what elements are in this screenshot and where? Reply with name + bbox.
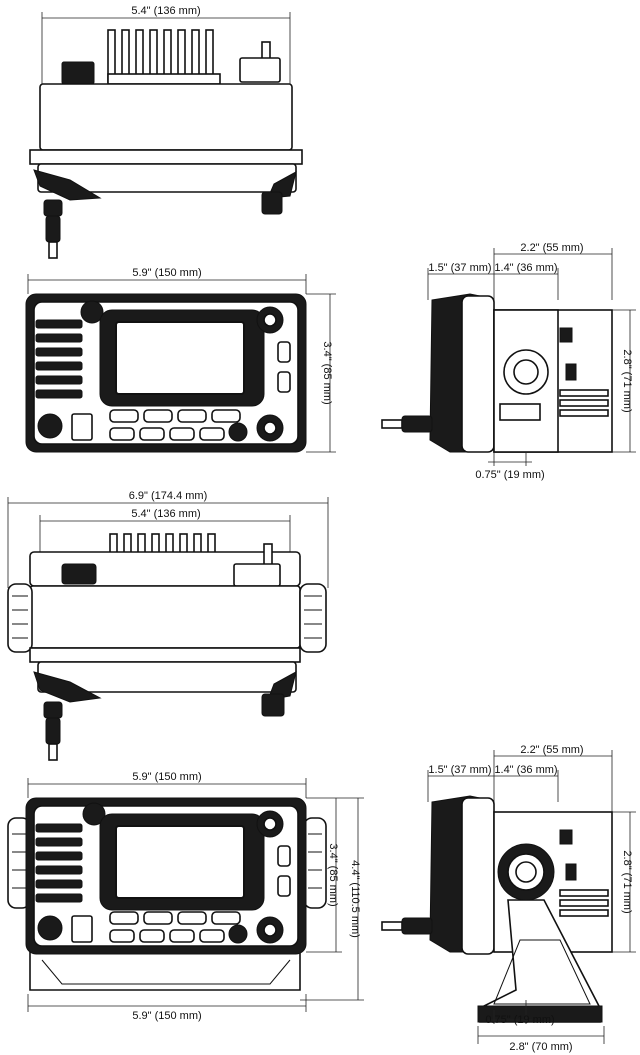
front-view-bracket: 5.9" (150 mm) 3.4" (85 mm) 4.4" (110.5 m… — [7, 771, 364, 1022]
mic-cable-2 — [43, 701, 63, 761]
dim-label-top-width: 5.4" (136 mm) — [131, 5, 200, 17]
bracket-foot — [477, 1005, 603, 1023]
dim-label-front-total-height: 4.4" (110.5 mm) — [349, 860, 361, 938]
channel-knob-center — [263, 421, 277, 435]
antenna-connector — [239, 41, 281, 83]
mic-jack-icon-2 — [37, 915, 63, 941]
dim-label-side-depth-2: 2.2" (55 mm) — [520, 744, 583, 756]
mic-grip-left — [33, 169, 102, 201]
side-button-2-2 — [277, 875, 291, 897]
dim-label-bracket-width: 5.9" (150 mm) — [132, 1010, 201, 1022]
keypad-buttons — [109, 409, 241, 441]
side-cable-tip-2 — [381, 921, 403, 931]
sql-knob-icon — [228, 422, 248, 442]
dim-label-side-front: 1.5" (37 mm) — [428, 262, 491, 274]
dim-label-side-depth: 2.2" (55 mm) — [520, 242, 583, 254]
dim-label-front-height-2: 3.4" (85 mm) — [327, 843, 339, 906]
side-cable-boot-2 — [401, 917, 433, 935]
top-view-radio: 5.4" (136 mm) — [29, 5, 303, 259]
front-bezel-top-2 — [29, 647, 301, 663]
radio-housing — [39, 83, 293, 151]
volume-knob-center-2 — [263, 817, 277, 831]
side-cable-boot — [401, 415, 433, 433]
rear-fins-side-2 — [559, 889, 609, 917]
dim-label-front-width: 5.9" (150 mm) — [132, 267, 201, 279]
dim-label-side-offset-2: 0.75" (19 mm) — [485, 1014, 554, 1026]
top-left-knob-icon — [80, 300, 104, 324]
side-port-top — [559, 327, 573, 343]
side-view-bracket: 2.2" (55 mm) 1.5" (37 mm) 1.4" (36 mm) 2… — [381, 744, 636, 1053]
bracket-base-inner — [41, 959, 291, 985]
top-left-knob-icon-2 — [82, 802, 106, 826]
speaker-grille-2 — [35, 823, 83, 903]
side-button-1 — [277, 341, 291, 363]
rear-fins-side — [559, 389, 609, 417]
dim-label-top-width-2: 5.4" (136 mm) — [131, 508, 200, 520]
dim-label-side-rear: 1.4" (36 mm) — [494, 262, 557, 274]
dim-label-side-rear-2: 1.4" (36 mm) — [494, 764, 557, 776]
dist-button-2 — [71, 915, 93, 943]
side-front-bezel-2 — [461, 797, 495, 955]
dim-label-top-total: 6.9" (174.4 mm) — [129, 490, 208, 502]
dim-label-side-offset: 0.75" (19 mm) — [475, 469, 544, 481]
dim-label-side-front-2: 1.5" (37 mm) — [428, 764, 491, 776]
keypad-buttons-2 — [109, 911, 241, 943]
bracket-knob-right-icon-2 — [303, 817, 327, 909]
mount-knob-center — [513, 359, 539, 385]
bracket-arm-inner — [493, 939, 591, 1005]
knob-right-icon — [261, 191, 283, 215]
front-view-radio: 5.9" (150 mm) 3.4" (85 mm) — [25, 267, 336, 453]
dim-label-bracket-depth: 2.8" (70 mm) — [509, 1041, 572, 1053]
rear-connector-2 — [61, 563, 97, 585]
dim-label-side-height: 2.8" (71 mm) — [621, 349, 633, 412]
side-port-mid-2 — [565, 863, 577, 881]
mic-jack-icon — [37, 413, 63, 439]
display-screen — [115, 321, 245, 395]
side-cable-tip — [381, 419, 403, 429]
dim-label-front-height: 3.4" (85 mm) — [321, 341, 333, 404]
channel-knob-center-2 — [263, 923, 277, 937]
side-button-2 — [277, 371, 291, 393]
bracket-knob-right-icon — [299, 583, 327, 653]
speaker-grille — [35, 319, 83, 399]
volume-knob-center — [263, 313, 277, 327]
top-view-bracket: 6.9" (174.4 mm) 5.4" (136 mm) — [7, 490, 329, 761]
side-button-2-1 — [277, 845, 291, 867]
display-screen-2 — [115, 825, 245, 899]
sql-knob-icon-2 — [228, 924, 248, 944]
front-bezel-top — [29, 149, 303, 165]
side-port-mid — [565, 363, 577, 381]
side-view-radio: 2.2" (55 mm) 1.5" (37 mm) 1.4" (36 mm) 2… — [381, 242, 636, 481]
rear-connector — [61, 61, 95, 85]
dim-label-side-height-2: 2.8" (71 mm) — [621, 850, 633, 913]
bracket-knob-side-center — [515, 861, 537, 883]
side-front-bezel — [461, 295, 495, 453]
dist-button — [71, 413, 93, 441]
knob-right-icon-2 — [261, 693, 285, 717]
antenna-connector-2 — [233, 543, 281, 587]
mic-cable — [43, 199, 63, 259]
dim-label-front-width-2: 5.9" (150 mm) — [132, 771, 201, 783]
bracket-knob-left-icon — [7, 583, 33, 653]
side-label-plate — [499, 403, 541, 421]
side-port-top-2 — [559, 829, 573, 845]
mic-grip-left-2 — [33, 671, 102, 703]
radio-housing-2 — [29, 585, 301, 649]
heat-sink-fins — [107, 29, 221, 85]
